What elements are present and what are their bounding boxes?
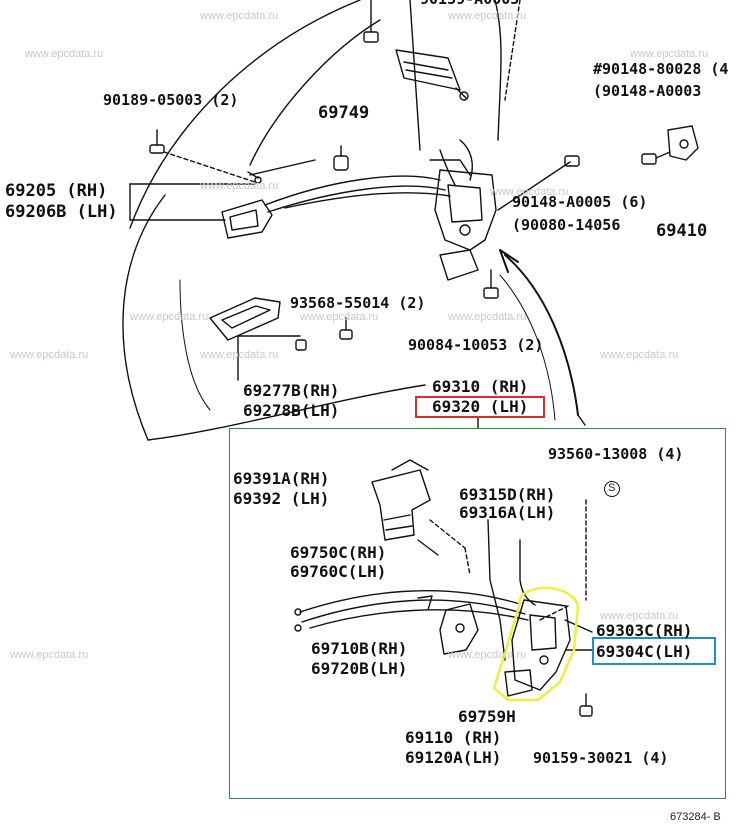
part-label: 69759H <box>458 707 516 726</box>
highlight-box-69304c <box>592 637 716 665</box>
watermark: www.epcdata.ru <box>600 349 679 361</box>
highlight-box-69320 <box>415 396 545 418</box>
handle-69710 <box>439 603 479 655</box>
part-label: 69277B(RH) <box>243 381 340 400</box>
part-label: 69310 (RH) <box>432 377 529 396</box>
inside-handle-lower <box>209 297 281 341</box>
part-label: 90159-A0005 <box>420 0 519 8</box>
part-label: (90080-14056 <box>512 216 621 234</box>
watermark: www.epcdata.ru <box>630 48 709 60</box>
part-label: 93560-13008 (4) <box>548 445 684 463</box>
screw-93568 <box>339 317 353 340</box>
striker-69410 <box>641 125 699 165</box>
screw-90159-30021 <box>579 693 593 717</box>
clip-69750 <box>417 595 433 611</box>
watermark: www.epcdata.ru <box>600 610 679 622</box>
part-label: 69760C(LH) <box>290 562 387 581</box>
part-label: 90084-10053 (2) <box>408 336 544 354</box>
s-marker-circle <box>604 481 620 497</box>
door-outline-curve <box>129 0 361 229</box>
part-label: 93568-55014 (2) <box>290 294 426 312</box>
watermark: www.epcdata.ru <box>490 186 569 198</box>
highlight-lock-body <box>492 586 580 702</box>
guide-bracket <box>395 49 461 91</box>
watermark: www.epcdata.ru <box>448 311 527 323</box>
inside-handle-upper <box>221 199 273 239</box>
detail-frame <box>229 428 726 799</box>
part-label: 69315D(RH) <box>459 485 556 504</box>
door-outline-inner <box>122 194 166 441</box>
bolt-90159 <box>363 0 379 43</box>
screw-90189 <box>149 129 165 154</box>
part-label: 69120A(LH) <box>405 748 502 767</box>
part-label: 69391A(RH) <box>233 469 330 488</box>
watermark: www.epcdata.ru <box>300 311 379 323</box>
part-label: 90148-A0005 (6) <box>512 193 648 211</box>
diagram-number: 673284- B <box>670 811 721 823</box>
part-label: 69750C(RH) <box>290 543 387 562</box>
watermark: www.epcdata.ru <box>10 649 89 661</box>
watermark: www.epcdata.ru <box>448 10 527 22</box>
part-label: #90148-80028 (4 <box>593 60 729 78</box>
door-glass-channel <box>249 19 381 166</box>
part-label: 69110 (RH) <box>405 728 502 747</box>
part-label: 90159-30021 (4) <box>533 749 669 767</box>
watermark: www.epcdata.ru <box>200 10 279 22</box>
part-label: 69206B (LH) <box>5 202 118 222</box>
part-label: 69278B(LH) <box>243 401 340 420</box>
watermark: www.epcdata.ru <box>200 349 279 361</box>
watermark: www.epcdata.ru <box>200 180 279 192</box>
part-label: (90148-A0003 <box>593 82 702 100</box>
clip-69749 <box>333 145 349 171</box>
part-label: 69303C(RH) <box>596 621 693 640</box>
part-label: 90189-05003 (2) <box>103 91 239 109</box>
part-label: 69720B(LH) <box>311 659 408 678</box>
bolt-90084 <box>483 269 499 299</box>
s-marker: S <box>608 482 616 494</box>
part-label: 69316A(LH) <box>459 503 556 522</box>
bracket-69391 <box>371 459 439 556</box>
part-label: 69749 <box>318 103 370 123</box>
watermark: www.epcdata.ru <box>25 48 104 60</box>
door-outline-bottom <box>147 384 426 441</box>
part-label-69320: 69320 (LH) <box>432 397 529 416</box>
watermark: www.epcdata.ru <box>10 349 89 361</box>
part-label-69304c: 69304C(LH) <box>596 642 693 661</box>
part-label: 69410 <box>656 221 708 241</box>
watermark: www.epcdata.ru <box>448 649 527 661</box>
part-label: 69392 (LH) <box>233 489 330 508</box>
part-label: 69710B(RH) <box>311 639 408 658</box>
door-lock-assembly-upper <box>434 139 497 281</box>
screw-90148-a0005 <box>564 155 580 167</box>
watermark: www.epcdata.ru <box>130 311 209 323</box>
part-label: 69205 (RH) <box>5 181 108 201</box>
